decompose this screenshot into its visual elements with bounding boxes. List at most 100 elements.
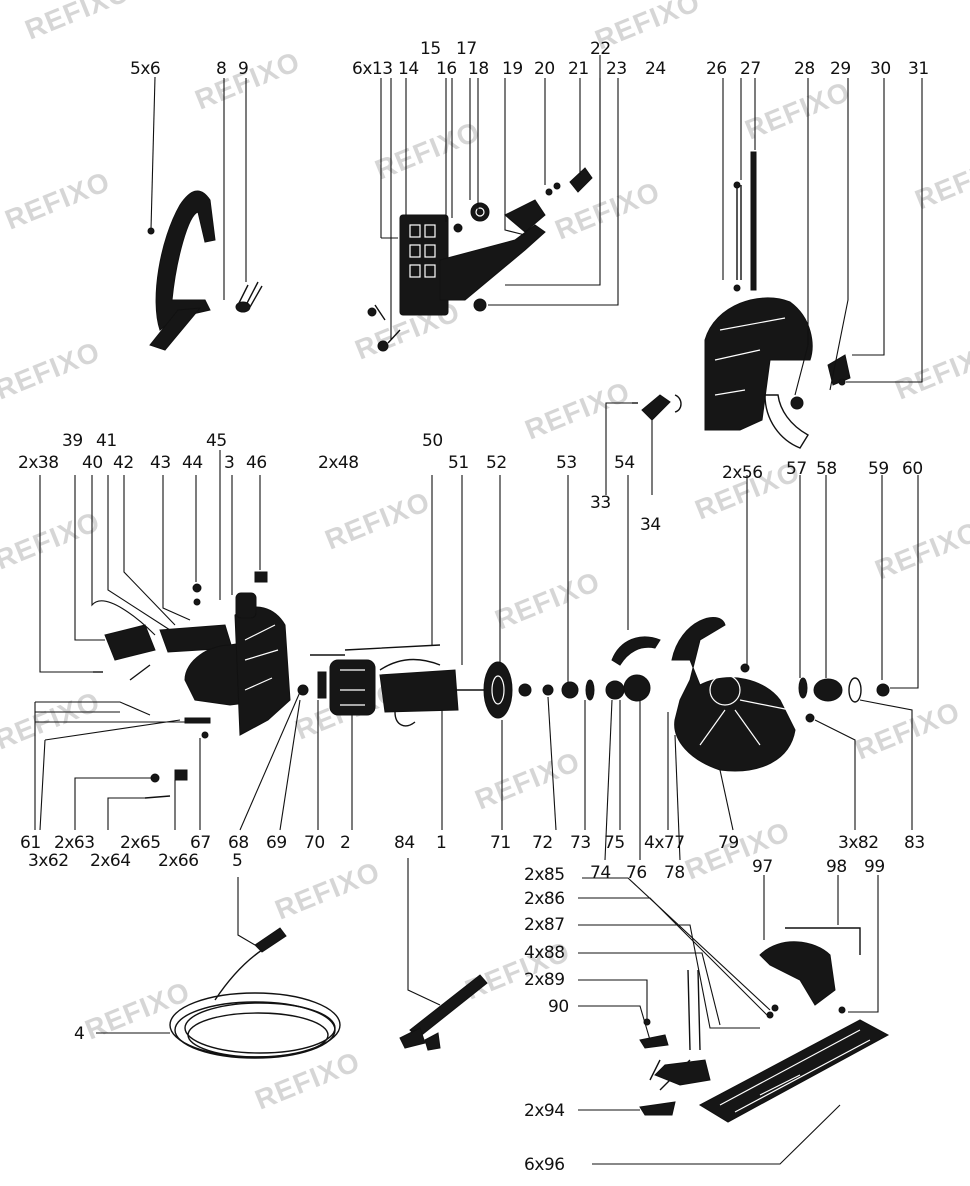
- handle-assembly: [147, 76, 263, 351]
- callout-label: 3x82: [838, 833, 879, 853]
- callout-label: 2x38: [18, 453, 59, 473]
- callout-label: 43: [150, 453, 171, 473]
- lower-blade-guard: [671, 617, 796, 772]
- callout-label: 44: [182, 453, 203, 473]
- base-plate: [698, 1019, 890, 1123]
- watermark: REFIXO: [1, 166, 115, 236]
- callout-label: 73: [570, 833, 591, 853]
- callout-label: 21: [568, 59, 589, 79]
- callout-label: 4: [74, 1024, 84, 1044]
- callout-label: 2x85: [524, 865, 565, 885]
- callout-label: 60: [902, 459, 923, 479]
- callout-label: 2x65: [120, 833, 161, 853]
- callout-label: 31: [908, 59, 929, 79]
- watermark: REFIXO: [0, 336, 104, 406]
- callout-label: 28: [794, 59, 815, 79]
- callout-label: 5x6: [130, 59, 160, 79]
- callout-label: 15: [420, 39, 441, 59]
- callout-label: 83: [904, 833, 925, 853]
- watermark: REFIXO: [471, 746, 585, 816]
- callout-label: 46: [246, 453, 267, 473]
- watermark: REFIXO: [491, 566, 605, 636]
- callout-label: 75: [604, 833, 625, 853]
- handle-part: [155, 190, 216, 331]
- callout-label: 53: [556, 453, 577, 473]
- callout-label: 99: [864, 857, 885, 877]
- watermark: REFIXO: [871, 516, 970, 586]
- callout-label: 2: [340, 833, 350, 853]
- callout-label: 30: [870, 59, 891, 79]
- callout-label: 90: [548, 997, 569, 1017]
- callout-label: 58: [816, 459, 837, 479]
- callout-label: 70: [304, 833, 325, 853]
- callout-label: 50: [422, 431, 443, 451]
- blade-guard-assembly: [704, 78, 923, 449]
- callout-label: 51: [448, 453, 469, 473]
- callout-label: 74: [590, 863, 611, 883]
- blade-guard: [704, 297, 813, 431]
- watermark: REFIXO: [0, 506, 104, 576]
- callout-label: 3x62: [28, 851, 69, 871]
- callout-label: 67: [190, 833, 211, 853]
- callout-label: 20: [534, 59, 555, 79]
- armature: [379, 669, 459, 713]
- knob-33-34: [605, 394, 682, 495]
- callout-label: 27: [740, 59, 761, 79]
- callout-label: 16: [436, 59, 457, 79]
- callout-label: 14: [398, 59, 419, 79]
- callout-label: 40: [82, 453, 103, 473]
- watermarks: REFIXO REFIXO REFIXO REFIXO REFIXO REFIX…: [0, 0, 970, 1116]
- callout-label: 2x87: [524, 915, 565, 935]
- callout-label: 2x86: [524, 889, 565, 909]
- callout-label: 24: [645, 59, 666, 79]
- watermark: REFIXO: [891, 336, 970, 406]
- callout-label: 39: [62, 431, 83, 451]
- callout-labels: 5x6 8 9 6x13 14 15 16 17 18 19 20 21 22 …: [18, 39, 929, 1175]
- cable-plug: [254, 927, 287, 953]
- watermark: REFIXO: [371, 116, 485, 186]
- callout-label: 1: [436, 833, 446, 853]
- motor-housing: [234, 606, 291, 736]
- callout-label: 72: [532, 833, 553, 853]
- watermark: REFIXO: [21, 0, 135, 46]
- watermark: REFIXO: [551, 176, 665, 246]
- callout-label: 19: [502, 59, 523, 79]
- fence-bracket: [759, 941, 836, 1006]
- callout-label: 98: [826, 857, 847, 877]
- callout-label: 54: [614, 453, 635, 473]
- callout-label: 59: [868, 459, 889, 479]
- callout-label: 69: [266, 833, 287, 853]
- switch-housing-assembly: [367, 55, 619, 352]
- callout-label: 2x66: [158, 851, 199, 871]
- callout-label: 23: [606, 59, 627, 79]
- watermark: REFIXO: [271, 856, 385, 926]
- watermark: REFIXO: [81, 976, 195, 1046]
- callout-label: 76: [626, 863, 647, 883]
- cable-assembly: [96, 877, 341, 1059]
- watermark: REFIXO: [321, 486, 435, 556]
- callout-label: 18: [468, 59, 489, 79]
- watermark: REFIXO: [191, 46, 305, 116]
- callout-label: 2x89: [524, 970, 565, 990]
- callout-label: 34: [640, 515, 661, 535]
- callout-label: 42: [113, 453, 134, 473]
- watermark: REFIXO: [741, 76, 855, 146]
- callout-label: 4x77: [644, 833, 685, 853]
- callout-label: 8: [216, 59, 226, 79]
- callout-label: 71: [490, 833, 511, 853]
- callout-label: 2x64: [90, 851, 131, 871]
- motor-stator: [329, 659, 376, 716]
- callout-label: 78: [664, 863, 685, 883]
- watermark: REFIXO: [911, 146, 970, 216]
- callout-label: 2x48: [318, 453, 359, 473]
- callout-label: 22: [590, 39, 611, 59]
- callout-label: 2x63: [54, 833, 95, 853]
- callout-label: 79: [718, 833, 739, 853]
- callout-label: 84: [394, 833, 415, 853]
- base-plate-assembly: [578, 875, 890, 1165]
- callout-label: 6x96: [524, 1155, 565, 1175]
- callout-label: 5: [232, 851, 242, 871]
- callout-label: 9: [238, 59, 248, 79]
